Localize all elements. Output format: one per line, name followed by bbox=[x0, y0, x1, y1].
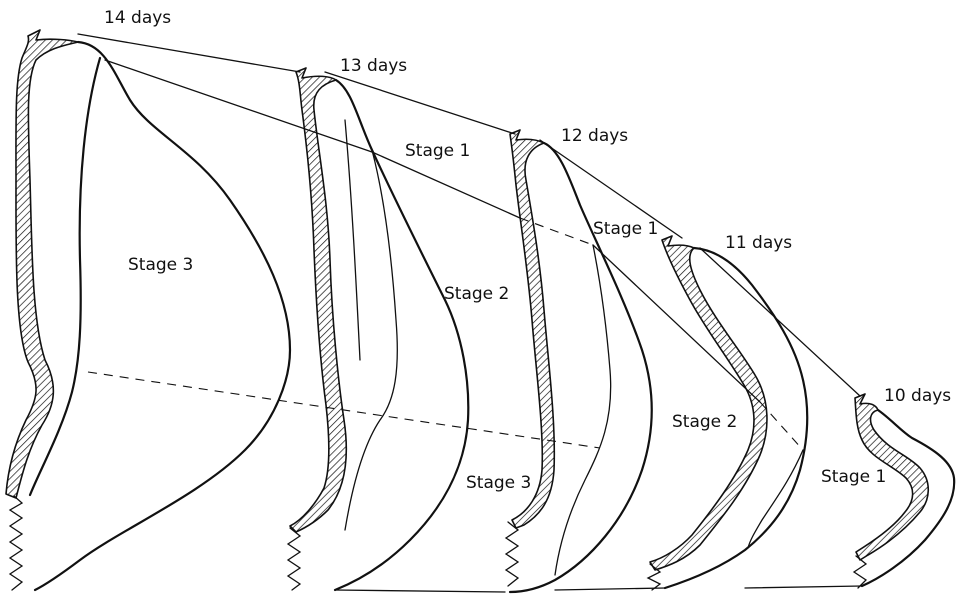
specimen-13-inner-line-2 bbox=[345, 120, 360, 360]
connector-bottom-a bbox=[335, 590, 505, 592]
connector-bottom-c bbox=[745, 586, 862, 588]
label-13-stage-3: Stage 3 bbox=[466, 473, 531, 493]
specimen-14-outline bbox=[35, 42, 290, 590]
specimen-14-inner-line bbox=[30, 58, 100, 495]
label-13-days: 13 days bbox=[340, 56, 407, 76]
label-12-days: 12 days bbox=[561, 126, 628, 146]
label-12-stage-2: Stage 2 bbox=[672, 412, 737, 432]
connector-bottom-b bbox=[555, 588, 665, 590]
specimen-14-cut-edge bbox=[10, 496, 22, 590]
specimen-14-days bbox=[6, 30, 290, 590]
specimen-14-wall bbox=[6, 30, 78, 498]
specimen-12-wall bbox=[510, 130, 554, 528]
label-10-days: 10 days bbox=[884, 386, 951, 406]
connector-top-11-10 bbox=[700, 248, 860, 396]
specimen-10-days bbox=[854, 394, 954, 588]
connector-stage1-b bbox=[372, 152, 520, 218]
label-13-stage-2: Stage 2 bbox=[444, 284, 509, 304]
label-11-days: 11 days bbox=[725, 233, 792, 253]
label-14-days: 14 days bbox=[104, 8, 171, 28]
specimen-12-days bbox=[506, 130, 652, 592]
label-12-stage-1: Stage 1 bbox=[593, 219, 658, 239]
specimen-13-inner-line-1 bbox=[345, 150, 397, 530]
label-14-stage-3: Stage 3 bbox=[128, 255, 193, 275]
specimen-11-wall bbox=[650, 236, 767, 570]
specimen-12-inner-line bbox=[555, 245, 611, 575]
specimen-12-cut-edge bbox=[506, 522, 518, 586]
connector-lines bbox=[78, 34, 862, 592]
label-13-stage-1: Stage 1 bbox=[405, 141, 470, 161]
specimen-13-cut-edge bbox=[288, 528, 300, 590]
label-11-stage-1: Stage 1 bbox=[821, 467, 886, 487]
specimen-13-wall bbox=[290, 68, 346, 532]
